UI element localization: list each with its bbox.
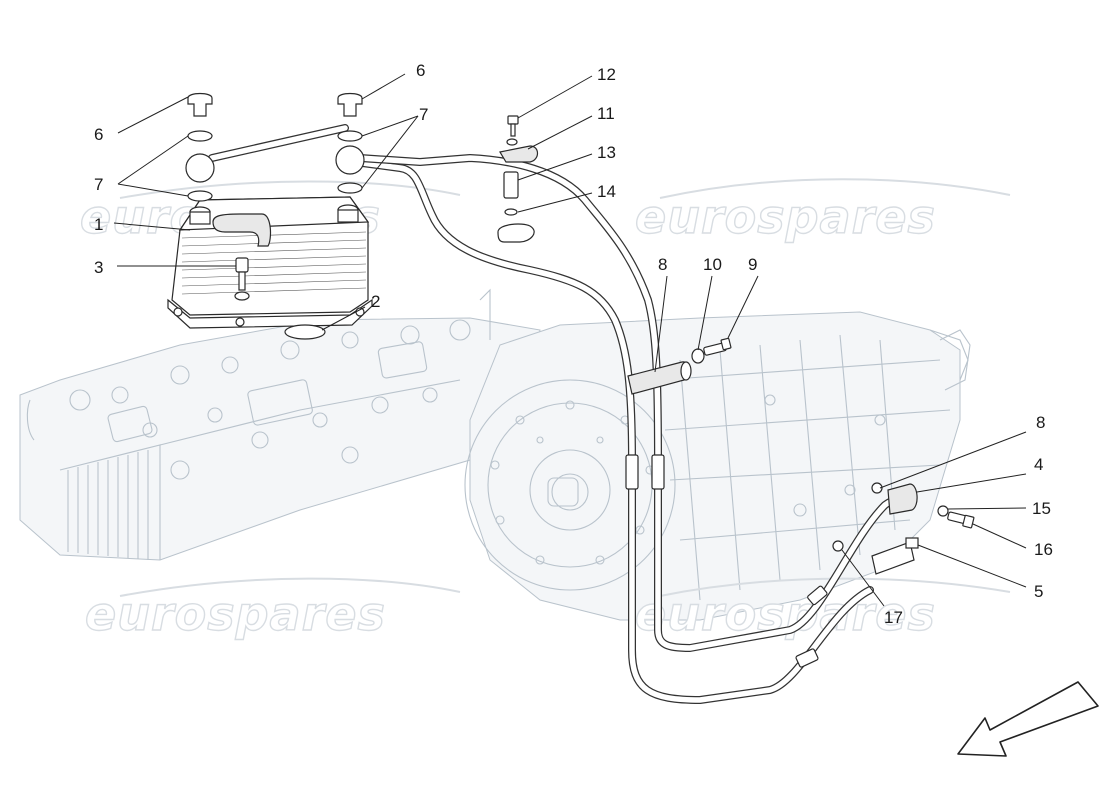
callout-5: 5 [1034,582,1043,601]
washer-10 [937,505,949,517]
callout-17: 14 [597,182,616,201]
callout-1: 1 [94,215,103,234]
callout-11: 8 [658,255,667,274]
callout-7b: 7 [419,105,428,124]
seal-ring-8-upper [871,482,883,494]
banjo-bolt-left [185,92,215,202]
callout-2: 2 [371,292,380,311]
bolt-3 [234,257,250,301]
callout-8b: 17 [884,608,903,627]
callout-16: 13 [597,143,616,162]
oil-cooler [167,196,373,329]
callout-15: 12 [597,65,616,84]
callout-6b: 6 [416,61,425,80]
watermark-text: eurospares [635,190,936,244]
callout-14: 11 [597,104,615,123]
callout-3: 3 [94,258,103,277]
valve-body-ghost [19,288,541,561]
callout-4: 4 [1034,455,1043,474]
pipe-flange-4 [887,483,918,515]
callout-9: 16 [1034,540,1053,559]
callout-8a: 8 [1036,413,1045,432]
callout-7a: 7 [94,175,103,194]
o-ring-2 [284,324,326,340]
front-direction-arrow-icon [957,681,1099,757]
pipe-flange-5 [871,537,919,575]
callout-12: 9 [748,255,757,274]
pipe-sleeve-11 [627,361,692,395]
callout-labels: 6 7 1 3 2 6 7 12 11 13 14 8 10 9 8 4 15 … [94,61,1053,627]
gearbox-housing-ghost [464,311,971,621]
oil-pipes [208,124,916,704]
bolt-9 [947,511,975,529]
clamp-assembly [497,115,539,243]
callout-10: 15 [1032,499,1051,518]
bolt-12 [703,337,732,356]
seal-ring-8-lower [832,540,844,552]
watermark-group: eurospares eurospares eurospares eurospa… [79,178,1011,642]
callout-6a: 6 [94,125,103,144]
leader-lines [113,73,1027,607]
banjo-bolt-right [335,92,365,194]
watermark-text: eurospares [85,587,386,641]
washer-13 [691,348,705,364]
callout-13: 10 [703,255,722,274]
